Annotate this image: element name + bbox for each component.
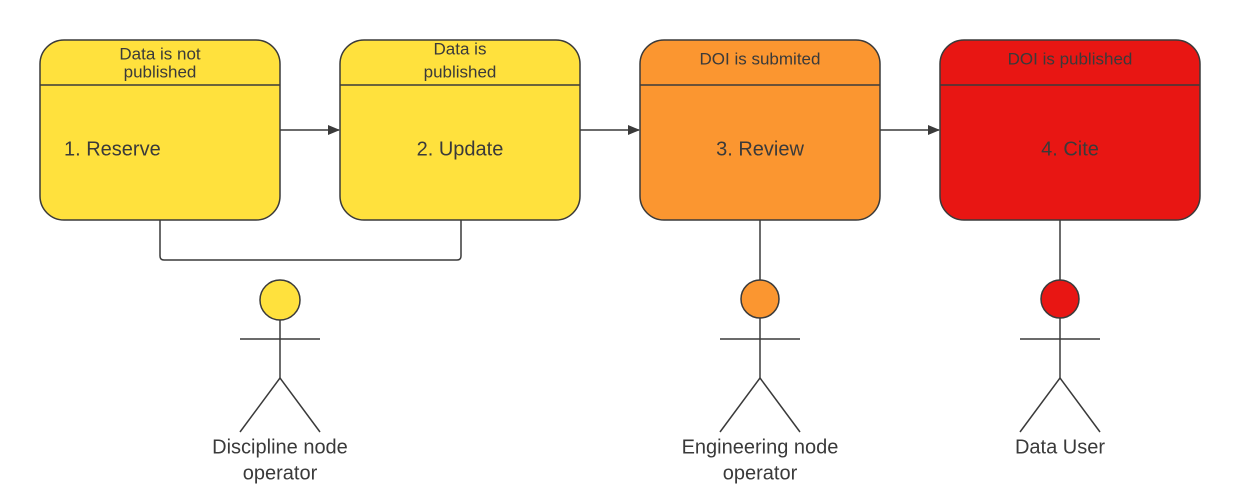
- box-cite: DOI is published 4. Cite: [939, 39, 1201, 221]
- box-reserve-header-line-2: published: [124, 62, 197, 81]
- actor-discipline: Discipline node operator: [212, 279, 348, 484]
- box-update-title: 2. Update: [417, 138, 504, 160]
- reserve-update-bracket: [159, 220, 462, 261]
- stick-figure-icon: [719, 279, 801, 433]
- actor-user-head: [1040, 279, 1080, 319]
- box-reserve: Data is not published 1. Reserve: [39, 39, 281, 221]
- stick-figure-icon: [1019, 279, 1101, 433]
- box-cite-header: DOI is published: [1008, 49, 1133, 68]
- box-update: Data is published 2. Update: [339, 39, 581, 221]
- box-update-header-line-1: Data is: [434, 39, 487, 58]
- box-review: DOI is submited 3. Review: [639, 39, 881, 221]
- actor-discipline-head: [259, 279, 301, 321]
- box-review-header: DOI is submited: [700, 49, 821, 68]
- box-review-title: 3. Review: [716, 138, 804, 160]
- actor-engineering-head: [740, 279, 780, 319]
- actor-discipline-label-line-1: Discipline node: [212, 436, 348, 458]
- actor-user: Data User: [1015, 220, 1105, 458]
- actor-engineering-label-line-2: operator: [723, 462, 798, 484]
- actor-discipline-label-line-2: operator: [243, 462, 318, 484]
- actor-engineering: Engineering node operator: [682, 220, 839, 484]
- box-reserve-title: 1. Reserve: [64, 138, 161, 160]
- actor-user-label: Data User: [1015, 436, 1105, 458]
- box-update-header-line-2: published: [424, 62, 497, 81]
- box-cite-title: 4. Cite: [1041, 138, 1099, 160]
- box-reserve-header-line-1: Data is not: [119, 44, 201, 63]
- actor-engineering-label-line-1: Engineering node: [682, 436, 839, 458]
- stick-figure-icon: [239, 279, 321, 433]
